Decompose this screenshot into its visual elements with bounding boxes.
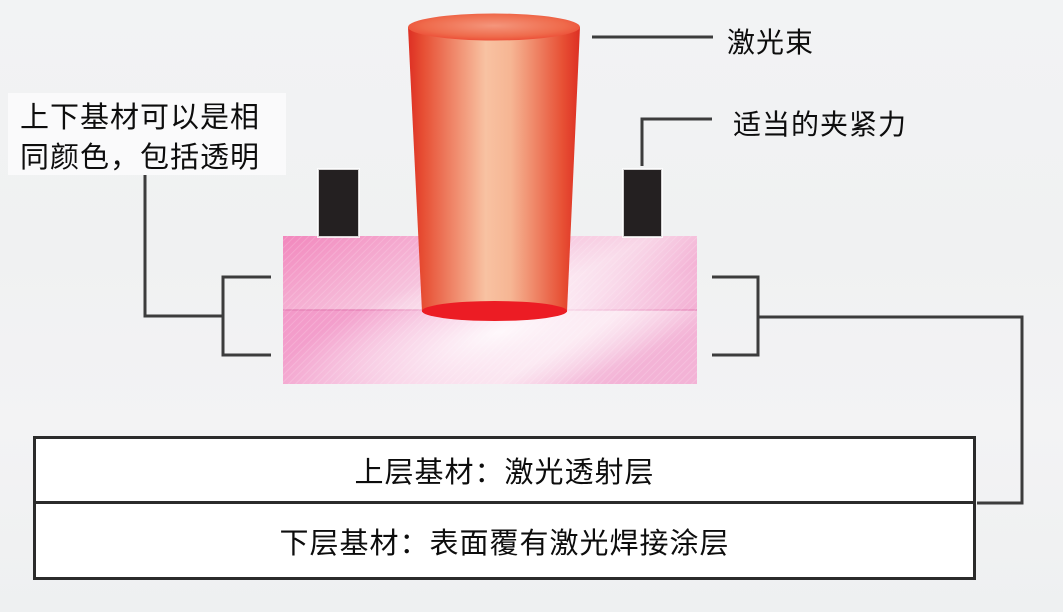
note-background-panel — [8, 93, 286, 175]
left-clamp — [317, 168, 360, 238]
right-layer-bracket — [712, 275, 760, 357]
laser-beam-body — [408, 27, 580, 312]
laser-beam-label: 激光束 — [727, 27, 815, 58]
note-connector-line — [143, 168, 222, 318]
laser-beam — [408, 13, 580, 321]
lower-substrate-legend-box: 下层基材：表面覆有激光焊接涂层 — [33, 501, 976, 580]
left-layer-bracket — [221, 275, 271, 357]
substrate-color-note: 上下基材可以是相 同颜色，包括透明 — [20, 98, 290, 178]
laser-beam-base-ellipse — [422, 301, 567, 321]
clamp-callout-line — [640, 117, 712, 166]
substrate-color-note-line2: 同颜色，包括透明 — [20, 142, 261, 174]
legend-connector-line — [758, 315, 1024, 505]
lower-substrate-legend-text: 下层基材：表面覆有激光焊接涂层 — [279, 527, 730, 560]
laser-beam-top-ellipse — [408, 13, 580, 41]
clamping-force-label: 适当的夹紧力 — [733, 109, 908, 140]
upper-substrate-legend-box: 上层基材：激光透射层 — [33, 436, 976, 504]
substrate-color-note-line1: 上下基材可以是相 — [20, 102, 261, 134]
right-clamp — [622, 168, 663, 238]
callout-lines — [143, 35, 1024, 505]
upper-substrate-legend-text: 上层基材：激光透射层 — [354, 457, 655, 489]
